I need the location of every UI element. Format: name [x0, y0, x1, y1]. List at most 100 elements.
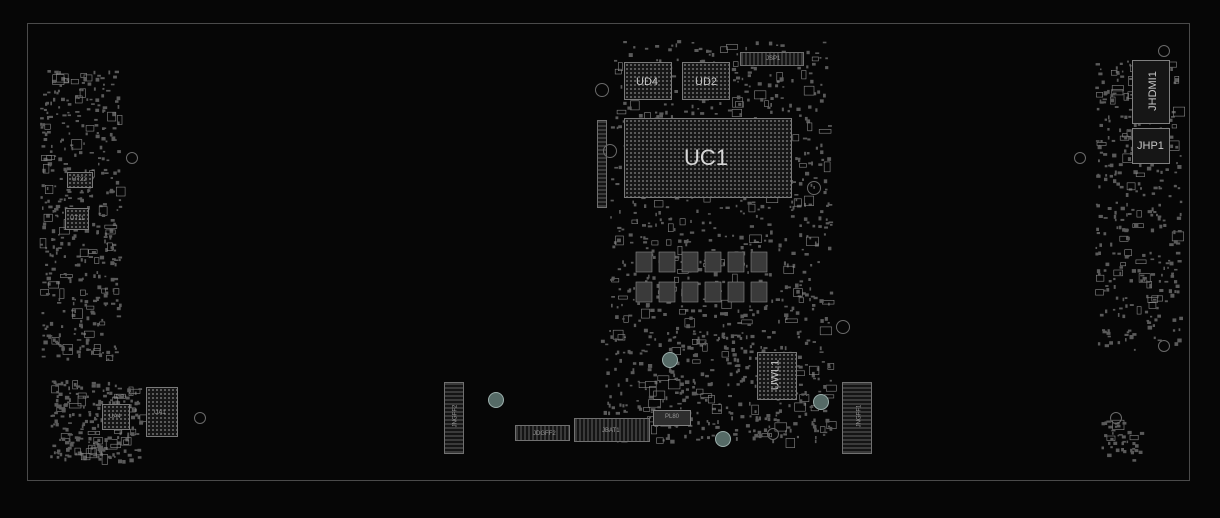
smd-pad — [1176, 162, 1178, 165]
label-pl80: PL80 — [665, 414, 680, 420]
smd-pad — [809, 237, 812, 240]
smd-pad — [814, 243, 819, 247]
smd-pad — [40, 107, 44, 110]
smd-pad — [1109, 341, 1113, 345]
smd-pad — [51, 385, 59, 394]
smd-pad — [738, 102, 742, 106]
smd-pad — [806, 236, 819, 246]
smd-pad — [58, 234, 60, 236]
smd-pad — [673, 276, 679, 283]
smd-pad — [642, 224, 646, 227]
smd-pad — [749, 243, 752, 246]
smd-pad — [813, 418, 816, 423]
smd-pad — [1140, 274, 1145, 277]
standoff — [715, 431, 731, 447]
smd-pad — [725, 206, 730, 209]
smd-pad — [136, 400, 139, 405]
smd-pad — [770, 97, 774, 100]
smd-pad — [767, 206, 771, 209]
smd-pad — [735, 437, 738, 441]
smd-pad — [93, 70, 96, 75]
smd-pad — [91, 169, 95, 171]
mounting-hole — [126, 152, 138, 164]
smd-pad — [1129, 336, 1134, 340]
smd-pad — [626, 273, 630, 276]
smd-pad — [754, 90, 767, 100]
smd-pad — [727, 322, 732, 326]
smd-pad — [1114, 106, 1119, 108]
smd-pad — [767, 417, 771, 422]
smd-pad — [1119, 307, 1123, 310]
smd-pad — [730, 412, 734, 415]
smd-pad — [108, 70, 111, 75]
smd-pad — [615, 315, 619, 319]
smd-pad — [814, 428, 817, 433]
smd-pad — [647, 368, 652, 372]
smd-pad — [633, 203, 637, 207]
smd-pad — [41, 355, 46, 358]
smd-pad — [1119, 128, 1122, 133]
smd-pad — [112, 258, 116, 261]
smd-pad — [1111, 139, 1116, 142]
smd-pad — [80, 258, 83, 262]
smd-pad — [741, 377, 746, 382]
smd-pad — [685, 243, 688, 247]
smd-pad — [45, 263, 49, 266]
smd-pad — [807, 138, 811, 141]
smd-pad — [1127, 129, 1131, 132]
smd-pad — [1174, 76, 1180, 84]
smd-pad — [1126, 440, 1129, 444]
smd-pad — [88, 411, 92, 413]
smd-pad — [712, 407, 716, 411]
smd-pad — [59, 288, 65, 299]
smd-pad — [55, 214, 58, 217]
smd-pad — [780, 97, 784, 99]
smd-pad — [105, 140, 108, 143]
smd-pad — [98, 157, 102, 159]
smd-pad — [1176, 242, 1181, 245]
smd-pad — [117, 105, 120, 109]
smd-pad — [753, 429, 756, 433]
smd-pad — [42, 222, 47, 226]
smd-pad — [767, 414, 771, 417]
smd-pad — [1170, 293, 1175, 298]
smd-pad — [809, 287, 812, 291]
smd-pad — [1107, 89, 1110, 94]
smd-pad — [618, 295, 628, 300]
smd-pad — [790, 309, 794, 312]
smd-pad — [66, 167, 72, 171]
smd-pad — [828, 246, 832, 251]
smd-pad — [46, 334, 51, 338]
smd-pad — [753, 239, 757, 243]
power-inductor — [750, 281, 768, 303]
smd-pad — [93, 274, 96, 278]
smd-pad — [1112, 92, 1117, 95]
smd-pad — [775, 414, 778, 417]
smd-pad — [755, 214, 758, 218]
smd-pad — [67, 401, 70, 404]
smd-pad — [101, 261, 106, 264]
smd-pad — [784, 285, 788, 290]
smd-pad — [622, 260, 624, 264]
smd-pad — [1104, 289, 1106, 292]
smd-pad — [97, 104, 101, 107]
smd-pad — [760, 346, 762, 349]
smd-pad — [100, 401, 104, 405]
smd-pad — [763, 428, 768, 432]
smd-pad — [764, 273, 769, 276]
smd-pad — [87, 189, 89, 193]
smd-pad — [808, 72, 813, 75]
smd-pad — [1124, 333, 1129, 336]
smd-pad — [683, 239, 689, 244]
smd-pad — [811, 421, 814, 426]
smd-pad — [1127, 213, 1132, 215]
smd-pad — [760, 204, 765, 209]
smd-pad — [91, 194, 94, 198]
smd-pad — [69, 392, 72, 395]
smd-pad — [818, 225, 822, 228]
smd-pad — [63, 273, 67, 275]
smd-pad — [775, 411, 780, 415]
smd-pad — [743, 375, 747, 379]
smd-pad — [798, 415, 802, 418]
smd-pad — [740, 314, 745, 319]
